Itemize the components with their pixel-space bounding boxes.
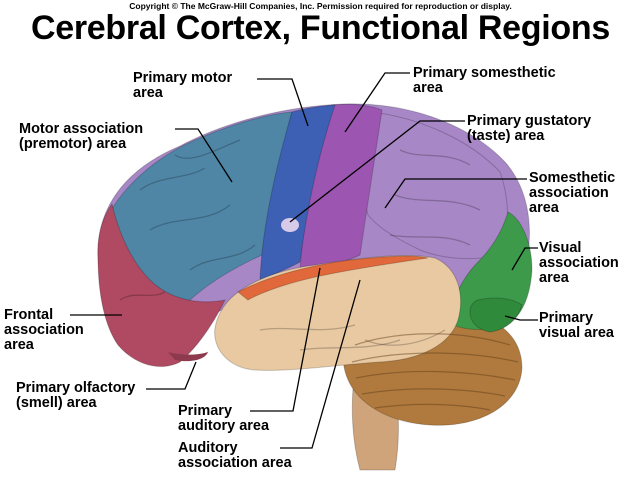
frontal-association-region: [97, 202, 226, 367]
leader-primary-gustatory: [289, 120, 465, 223]
gyri-texture: [119, 139, 481, 351]
leader-somesthetic-association: [384, 178, 527, 209]
leader-motor-association: [175, 128, 233, 183]
figure-title: Cerebral Cortex, Functional Regions: [31, 9, 610, 47]
copyright-notice: Copyright © The McGraw-Hill Companies, I…: [129, 1, 512, 11]
leader-primary-auditory: [250, 267, 321, 412]
leader-lines: [70, 72, 538, 449]
primary-motor-region: [259, 104, 336, 281]
leader-visual-association: [511, 247, 538, 271]
primary-auditory-region: [237, 255, 429, 301]
olfactory-bulb: [168, 352, 208, 362]
cerebellum-folia: [351, 333, 519, 411]
primary-gustatory-spot: [281, 218, 299, 232]
leader-primary-olfactory: [146, 361, 197, 390]
leader-auditory-association: [280, 279, 361, 449]
primary-visual-region: [469, 297, 523, 333]
leader-primary-somesthetic: [344, 72, 410, 133]
label-primary-olfactory-area: Primary olfactory(smell) area: [16, 380, 136, 411]
label-motor-association-area: Motor association(premotor) area: [19, 121, 144, 152]
leader-primary-motor: [257, 78, 309, 127]
label-primary-gustatory-area: Primary gustatory(taste) area: [467, 113, 592, 144]
leader-primary-visual: [504, 315, 538, 321]
